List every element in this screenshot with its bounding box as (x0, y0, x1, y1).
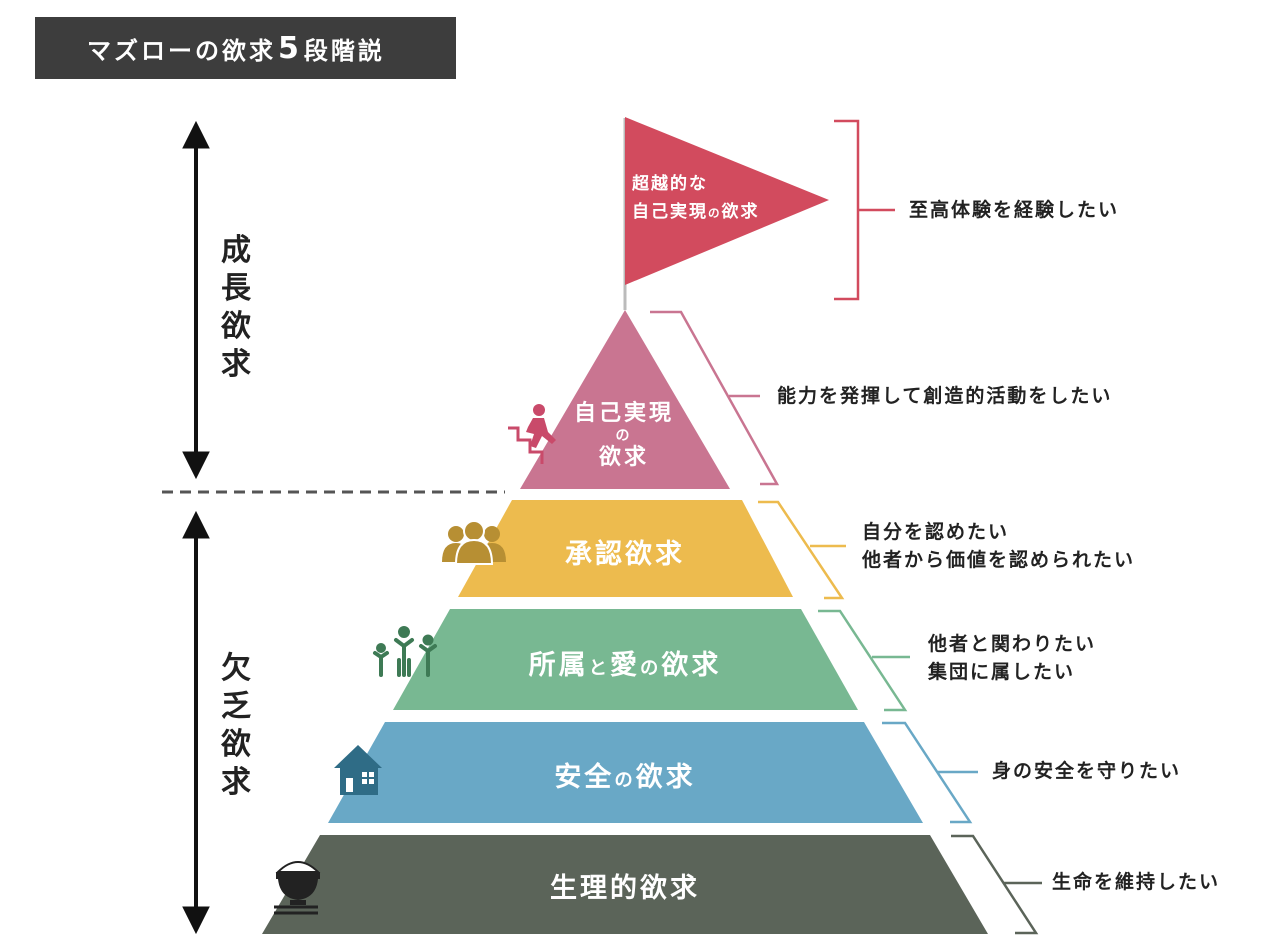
safety-a: 安全 (554, 762, 615, 793)
tier-label-safety: 安全の欲求 (554, 755, 695, 794)
desc-esteem-line1: 自分を認めたい (862, 521, 1010, 543)
transcendence-line1: 超越的な (632, 174, 708, 194)
belonging-c: 愛 (610, 650, 640, 681)
desc-belonging: 他者と関わりたい 集団に属したい (928, 630, 1096, 686)
safety-c: 欲求 (635, 762, 696, 793)
deficiency-needs-text: 欠乏欲求 (221, 651, 251, 800)
desc-self-actualization: 能力を発揮して創造的活動をしたい (777, 385, 1113, 407)
rice-bowl-icon (274, 861, 321, 915)
tier-esteem (458, 500, 793, 597)
bracket-physiological (951, 834, 1042, 935)
tier-safety (328, 722, 923, 823)
self-actualization-line2: の (615, 428, 633, 444)
transcendence-line2a: 自己実現 (632, 202, 708, 222)
bracket-self-actualization (650, 310, 780, 486)
desc-safety: 身の安全を守りたい (992, 760, 1182, 782)
belonging-d: の (640, 658, 662, 679)
desc-esteem-line2: 他者から価値を認められたい (862, 549, 1136, 571)
desc-transcendence: 至高体験を経験したい (909, 199, 1120, 221)
self-actualization-line1: 自己実現 (573, 401, 675, 426)
tier-label-esteem: 承認欲求 (565, 539, 685, 570)
transcendence-line2b: の (708, 206, 722, 220)
tier-label-belonging: 所属と愛の欲求 (529, 643, 722, 682)
belonging-e: 欲求 (661, 650, 722, 681)
tier-label-physiological: 生理的欲求 (550, 873, 700, 904)
tier-belonging (393, 609, 858, 710)
title-part1: マズローの欲求 (87, 36, 276, 65)
desc-belonging-line1: 他者と関わりたい (928, 633, 1097, 655)
self-actualization-line3: 欲求 (598, 445, 650, 470)
tier-self-actualization (520, 310, 730, 489)
title-number: 5 (278, 30, 302, 66)
flag-transcendence (625, 117, 829, 285)
bracket-esteem (758, 500, 846, 600)
tier-label-self-actualization: 自己実現 の 欲求 (574, 400, 674, 472)
tier-physiological (262, 835, 988, 934)
bracket-safety (882, 721, 978, 824)
transcendence-line2c: 欲求 (721, 202, 760, 222)
belonging-b: と (588, 658, 610, 679)
desc-esteem: 自分を認めたい 他者から価値を認められたい (862, 518, 1135, 574)
bracket-belonging (818, 609, 910, 712)
growth-arrow (182, 120, 210, 480)
house-icon (334, 745, 382, 795)
deficiency-arrow (182, 510, 210, 935)
family-raised-arms-icon (373, 626, 437, 677)
growth-needs-label: 成長欲求 (219, 232, 253, 384)
stairs-runner-icon (508, 404, 556, 464)
belonging-a: 所属 (528, 650, 589, 681)
bracket-transcendence (834, 119, 895, 301)
deficiency-needs-label: 欠乏欲求 (219, 650, 253, 802)
safety-b: の (614, 770, 636, 791)
desc-belonging-line2: 集団に属したい (928, 661, 1076, 683)
group-people-icon (442, 520, 506, 565)
desc-physiological: 生命を維持したい (1052, 871, 1221, 893)
transcendence-line2: 自己実現の欲求 (632, 198, 760, 227)
growth-needs-text: 成長欲求 (221, 233, 251, 382)
title-part2: 段階説 (303, 36, 385, 65)
